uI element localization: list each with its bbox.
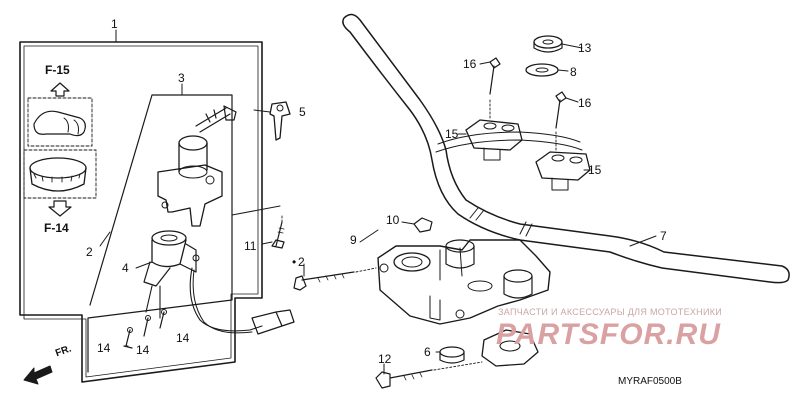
ref-f15: F-15 [45,63,70,77]
group-outline-1 [19,41,263,383]
ignition-switch-body [157,164,223,227]
callout-1: 1 [111,17,118,31]
watermark-tagline: ЗАПЧАСТИ И АКСЕССУАРЫ ДЛЯ МОТОТЕХНИКИ [498,307,723,317]
key-icon [195,105,237,133]
callout-16b: 16 [578,96,592,110]
front-arrow-icon [23,365,53,385]
f15-part-icon [33,110,86,137]
callout-15a: 15 [445,127,459,141]
callout-2-bolt: 2 [298,255,305,269]
diagram-code: MYRAF0500B [618,376,682,387]
f14-dashed-box [23,149,97,199]
washer-icon-8 [525,63,559,77]
bolt-icon-2 [293,271,355,291]
callout-5: 5 [299,105,306,119]
callout-12: 12 [378,352,392,366]
bolt-icon-16b [555,91,567,129]
callout-10: 10 [386,213,400,227]
top-bridge [377,239,551,325]
screw-icon-14b [143,317,149,337]
lower-clamp [481,329,539,367]
callout-14b: 14 [136,343,150,357]
group-outline-1-inner [23,45,259,378]
callout-2: 2 [86,245,93,259]
f14-part-icon [29,157,87,179]
callout-9: 9 [350,233,357,247]
nut-icon-13 [533,35,563,49]
callout-3: 3 [178,71,185,85]
callout-8: 8 [570,65,577,79]
bolt-icon-16a [489,57,501,95]
f14-arrow-icon [48,200,72,217]
key-blank-icon [269,101,291,141]
callout-4: 4 [122,261,129,275]
watermark-brand: PARTSFOR.RU [496,318,721,351]
bolt-icon-12 [375,369,433,389]
nut-icon-10 [413,217,433,233]
f15-arrow-icon [50,82,70,97]
group-outline-2 [87,94,233,373]
callout-14c: 14 [176,331,190,345]
bolt-icon-11 [271,221,285,249]
callout-14a: 14 [97,341,111,355]
callout-2b: • [292,255,297,269]
callout-6: 6 [424,345,431,359]
handlebar-marks [469,207,533,237]
ref-f14: F-14 [44,221,69,235]
steering-lock-body [151,239,187,268]
handlebar [342,13,790,284]
upper-holder-a [465,119,523,151]
f15-dashed-box [27,97,93,147]
callout-15b: 15 [588,163,602,177]
callout-7: 7 [660,229,667,243]
callout-16a: 16 [463,57,477,71]
callout-13: 13 [578,41,592,55]
group-outline-3 [231,205,281,216]
wire-connector-icon [251,309,295,335]
callout-11: 11 [244,239,257,253]
